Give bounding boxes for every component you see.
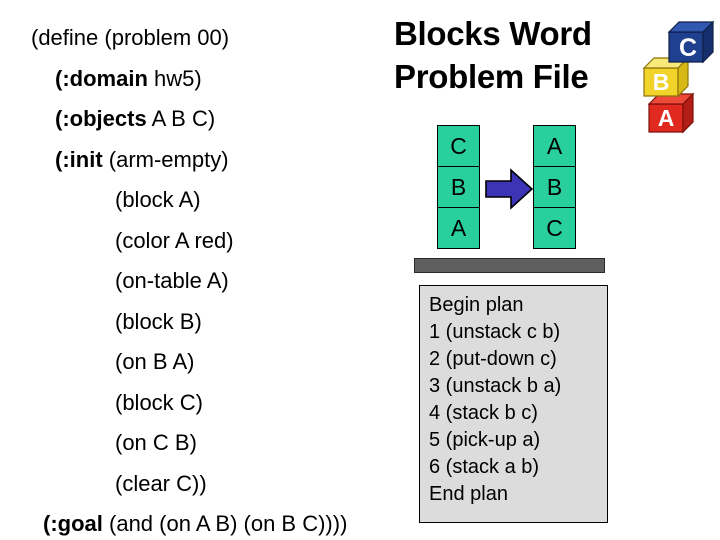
pddl-line-text: (on C B) (115, 430, 197, 455)
pddl-line-text: (block B) (115, 308, 202, 334)
pddl-keyword: (:init (55, 146, 103, 172)
pddl-keyword: (:goal (43, 511, 103, 536)
pddl-line-text: (arm-empty) (102, 146, 229, 172)
plan-line: End plan (429, 483, 508, 505)
block-b: B (437, 166, 480, 208)
pddl-line: (block A) (0, 180, 400, 221)
pddl-line: (:objects A B C) (0, 99, 400, 140)
plan-output-box: Begin plan 1 (unstack c b) 2 (put-down c) 3… (419, 285, 608, 523)
pddl-line-text: (define (problem 00) (31, 25, 230, 50)
pddl-line: (:domain hw5) (0, 59, 400, 100)
pddl-line: (block B) (0, 302, 400, 343)
pddl-keyword: (:objects (55, 106, 147, 131)
pddl-line: (:goal (and (on A B) (on B C)))) (0, 504, 400, 540)
pddl-line: (block C) (0, 383, 400, 424)
page-title-line-1: Blocks Word (394, 15, 592, 52)
svg-text:A: A (658, 105, 675, 131)
table-surface (414, 258, 605, 273)
pddl-line-text: (color A red) (115, 227, 234, 253)
plan-line: 4 (stack b c) (429, 402, 538, 424)
block-b: B (533, 166, 576, 208)
pddl-line: (on C B) (0, 423, 400, 464)
pddl-line-text: (clear C)) (115, 470, 207, 496)
plan-line: 2 (put-down c) (429, 348, 557, 370)
pddl-problem-file-text: (define (problem 00)(:domain hw5)(:objec… (0, 18, 400, 540)
block-c: C (437, 125, 480, 167)
page-title-line-2: Problem File (394, 58, 589, 95)
block-c: C (533, 207, 576, 249)
block-a: A (533, 125, 576, 167)
block-a: A (437, 207, 480, 249)
pddl-line-text: (block A) (115, 187, 201, 212)
pddl-line: (:init (arm-empty) (0, 140, 400, 181)
pddl-line: (on-table A) (0, 261, 400, 302)
pddl-line-text: (on-table A) (115, 268, 229, 293)
toy-blocks-abc-icon: A B C (641, 6, 719, 136)
plan-line: Begin plan (429, 294, 524, 316)
pddl-keyword: (:domain (55, 65, 148, 91)
right-arrow-icon (485, 168, 534, 210)
toy-cube-a: A (647, 92, 695, 134)
svg-text:C: C (679, 34, 697, 62)
pddl-line: (define (problem 00) (0, 18, 400, 59)
svg-text:B: B (653, 69, 670, 95)
toy-cube-c: C (667, 20, 715, 64)
pddl-line: (color A red) (0, 221, 400, 262)
plan-line: 3 (unstack b a) (429, 375, 562, 397)
pddl-line-text: (block C) (115, 389, 204, 415)
toy-cube-b: B (642, 56, 690, 98)
page-title: Blocks Word Problem File (394, 12, 644, 98)
pddl-line-text: (and (on A B) (on B C)))) (102, 511, 348, 536)
plan-line: 1 (unstack c b) (429, 321, 561, 343)
pddl-line-text: hw5) (147, 65, 202, 91)
pddl-line: (clear C)) (0, 464, 400, 505)
pddl-line-text: A B C) (146, 106, 216, 131)
pddl-line: (on B A) (0, 342, 400, 383)
pddl-line-text: (on B A) (115, 349, 195, 374)
plan-line: 6 (stack a b) (429, 456, 540, 478)
plan-line: 5 (pick-up a) (429, 429, 541, 451)
